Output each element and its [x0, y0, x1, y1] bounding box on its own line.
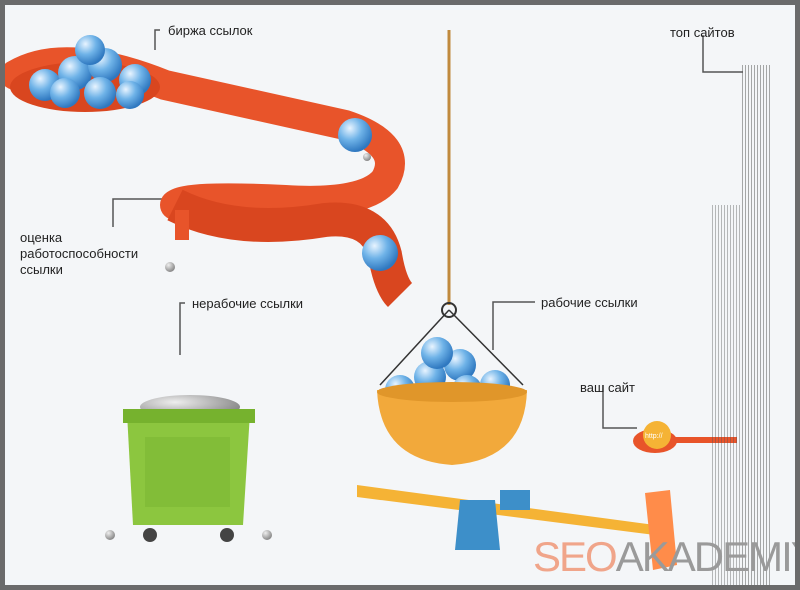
- leader-lines: [112, 29, 743, 429]
- link-balls-exchange: [29, 35, 398, 272]
- label-top-sites: топ сайтов: [670, 25, 735, 40]
- label-your-site: ваш сайт: [580, 380, 635, 395]
- label-link-check-line3: ссылки: [20, 262, 63, 277]
- seesaw: [357, 485, 677, 570]
- label-link-check-line1: оценка: [20, 230, 63, 245]
- illustration: [5, 29, 743, 570]
- ball-text: http://: [645, 433, 663, 440]
- watermark-seo: SEO: [533, 533, 618, 580]
- top-sites-text-column-2: [710, 205, 740, 585]
- top-sites-text-column: [740, 65, 770, 585]
- watermark: SEOAKADEMIYA: [533, 533, 795, 581]
- your-site-spoon: [633, 421, 737, 453]
- label-link-exchange: биржа ссылок: [168, 23, 253, 38]
- label-broken-links: нерабочие ссылки: [192, 296, 304, 311]
- trash-bin: [105, 395, 272, 542]
- infographic: биржа ссылок оценка работоспособности сс…: [5, 5, 795, 585]
- label-working-links: рабочие ссылки: [541, 295, 638, 310]
- label-link-check: оценка работоспособности ссылки: [20, 230, 138, 278]
- label-link-check-line2: работоспособности: [20, 246, 139, 261]
- watermark-akademiya: AKADEMIYA: [615, 533, 795, 580]
- scale-bowl: [377, 30, 527, 465]
